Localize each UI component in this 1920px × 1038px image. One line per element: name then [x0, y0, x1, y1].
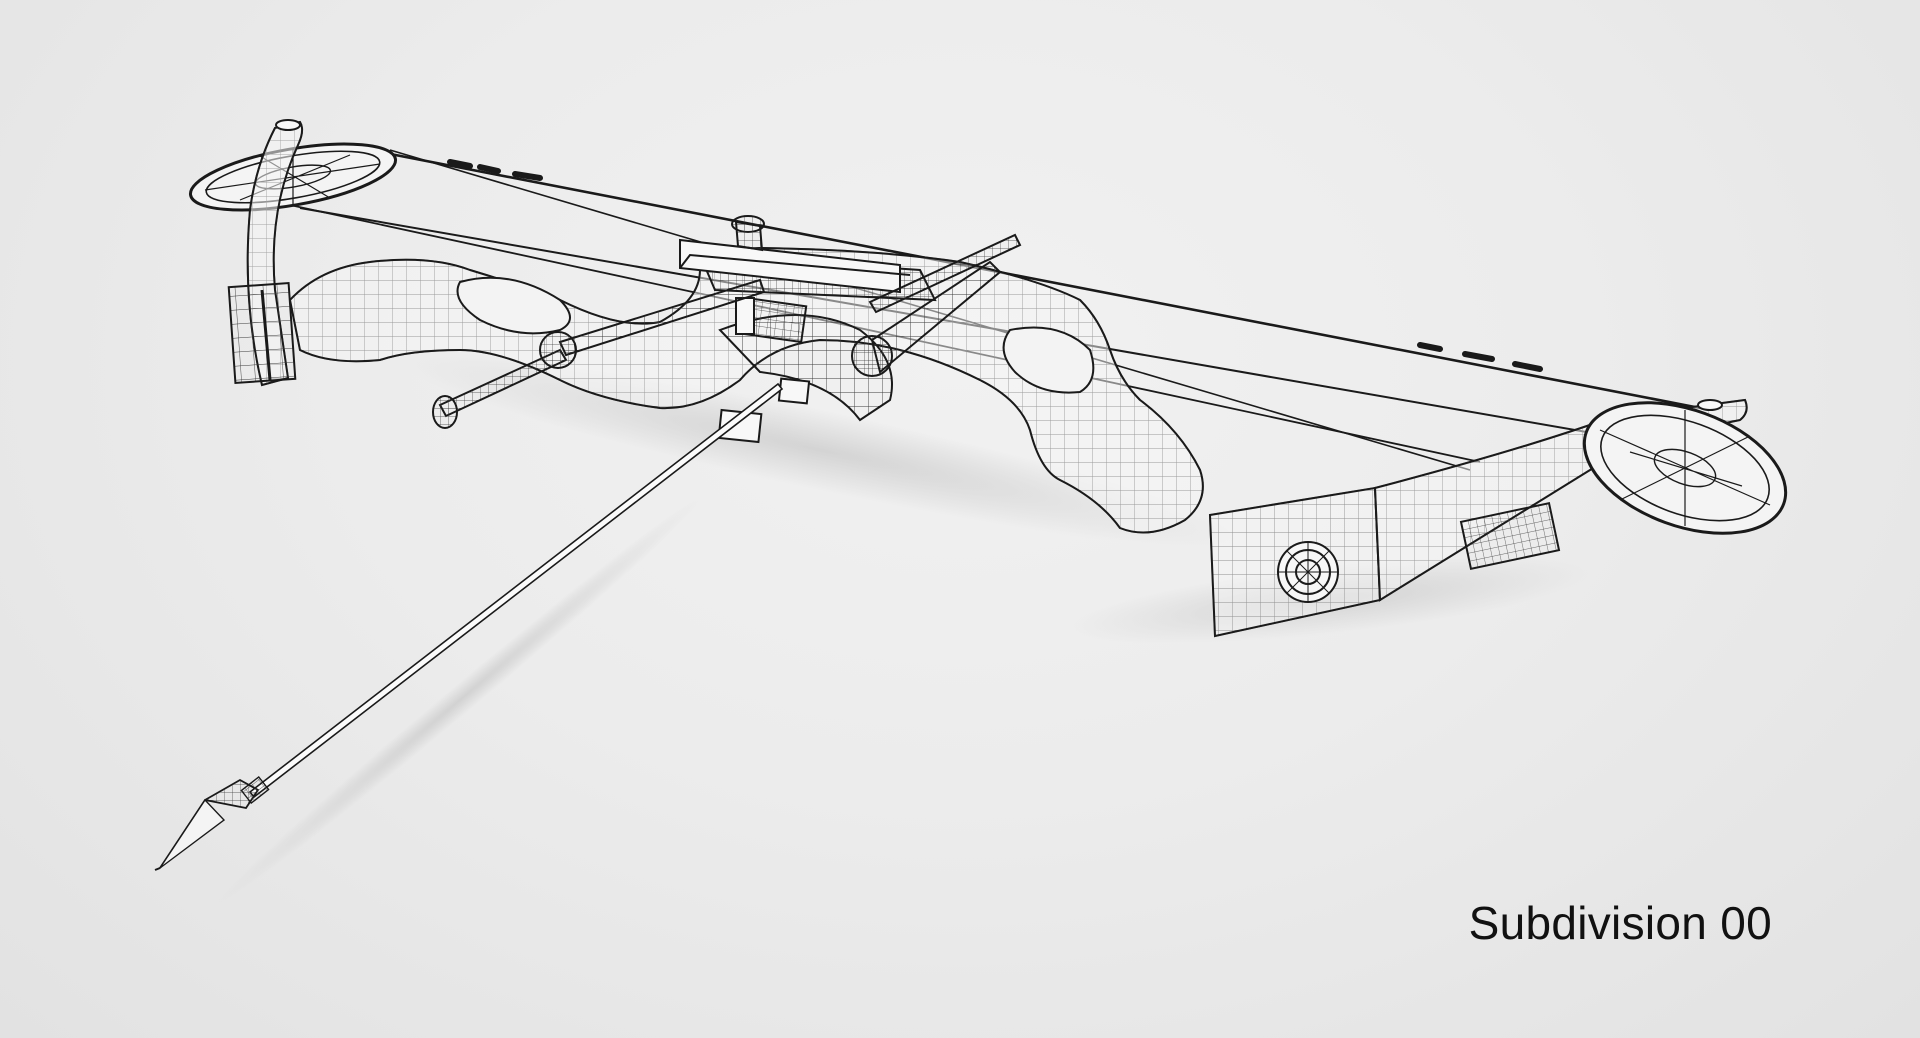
- stabilizer: [432, 215, 1022, 429]
- sight-bracket: [679, 238, 911, 444]
- subdivision-label: Subdivision 00: [1468, 897, 1772, 949]
- lower-cam-wheel: [1582, 401, 1788, 535]
- lower-limb: [1208, 398, 1748, 638]
- upper-limb: [227, 119, 304, 387]
- ground-shadow: [214, 352, 1589, 906]
- arrow: [154, 382, 784, 871]
